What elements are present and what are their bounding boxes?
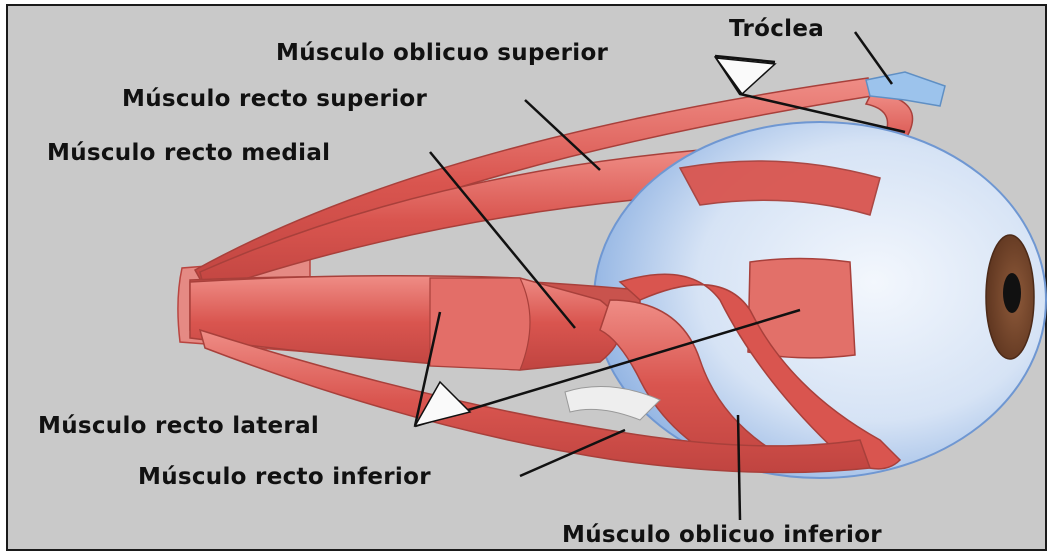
label-superior-oblique: Músculo oblicuo superior [276, 40, 608, 66]
pupil [1003, 273, 1021, 313]
leader-trochlea [855, 32, 892, 84]
label-trochlea: Tróclea [729, 16, 824, 42]
arrow-superior-oblique [716, 58, 775, 94]
lateral-rectus-belly [430, 278, 530, 370]
label-inferior-oblique: Músculo oblicuo inferior [562, 522, 882, 548]
label-lateral-rectus: Músculo recto lateral [38, 413, 319, 439]
label-inferior-rectus: Músculo recto inferior [138, 464, 431, 490]
label-superior-rectus: Músculo recto superior [122, 86, 427, 112]
label-medial-rectus: Músculo recto medial [47, 140, 330, 166]
